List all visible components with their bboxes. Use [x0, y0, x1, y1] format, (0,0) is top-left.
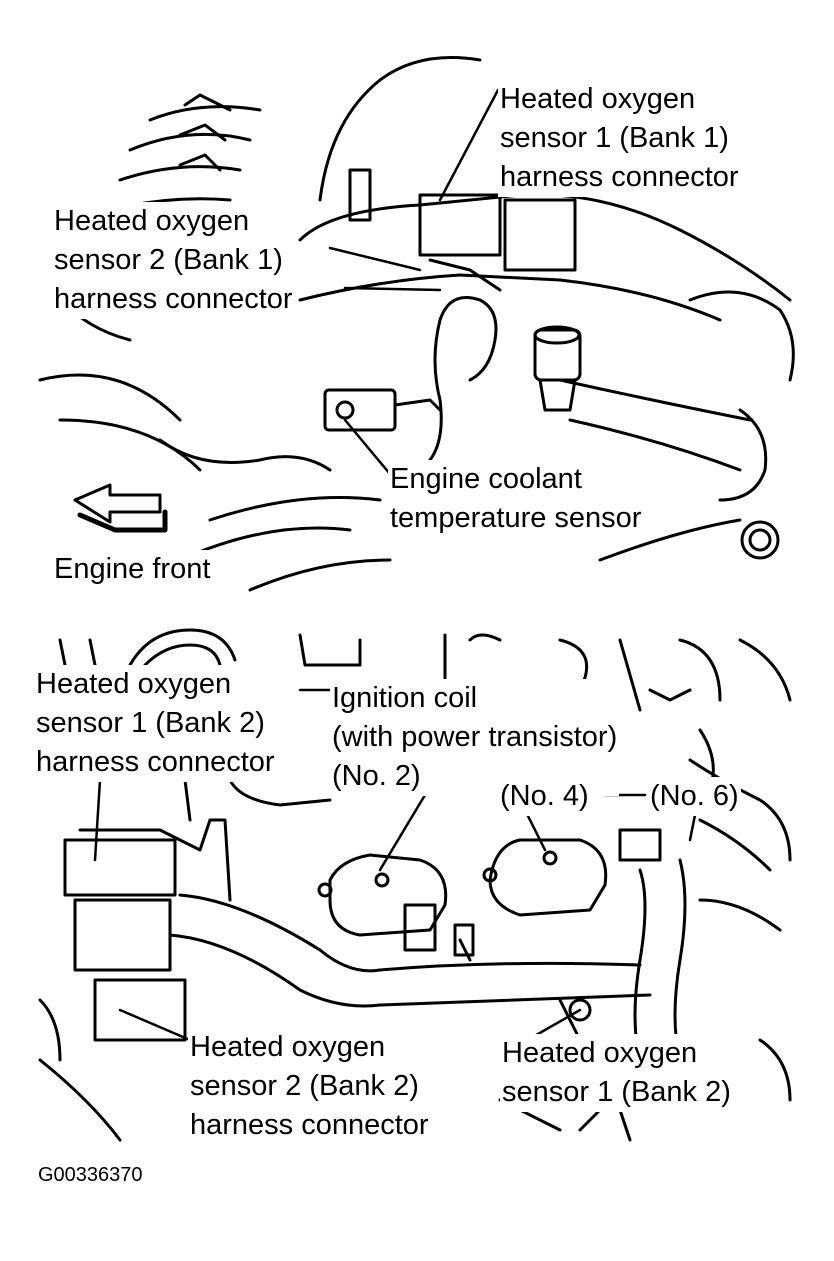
label-engine-front: Engine front [52, 550, 213, 589]
label-line: Ignition coil [332, 682, 478, 714]
label-line: harness connector [190, 1109, 429, 1141]
label-line: harness connector [54, 283, 293, 315]
label-ignition-coil: Ignition coil (with power transistor) (N… [330, 679, 620, 796]
label-ho2s2-bank1-harness: Heated oxygen sensor 2 (Bank 1) harness … [52, 202, 295, 319]
label-line: (No. 6) [650, 780, 739, 812]
label-line: Heated oxygen [36, 668, 232, 700]
label-line: Engine front [54, 553, 211, 585]
label-line: Heated oxygen [190, 1031, 386, 1063]
label-ho2s1-bank1-harness: Heated oxygen sensor 1 (Bank 1) harness … [498, 80, 741, 197]
label-ho2s2-bank2-harness: Heated oxygen sensor 2 (Bank 2) harness … [188, 1028, 431, 1145]
label-line: (with power transistor) [332, 721, 618, 753]
label-line: Heated oxygen [54, 205, 250, 237]
bottom-engine-view [38, 628, 792, 1142]
label-line: harness connector [500, 161, 739, 193]
label-coil-no6: (No. 6) [648, 777, 741, 816]
label-line: (No. 2) [332, 760, 421, 792]
top-engine-view [38, 56, 795, 592]
label-line: Heated oxygen [502, 1037, 698, 1069]
label-coil-no4: (No. 4) [498, 777, 591, 816]
label-line: (No. 4) [500, 780, 589, 812]
label-line: harness connector [36, 746, 275, 778]
label-ho2s1-bank2-harness: Heated oxygen sensor 1 (Bank 2) harness … [34, 665, 277, 782]
label-line: sensor 1 (Bank 2) [36, 707, 265, 739]
label-line: Heated oxygen [500, 83, 696, 115]
label-ho2s1-bank2-sensor: Heated oxygen sensor 1 (Bank 2) [500, 1034, 733, 1112]
label-line: sensor 2 (Bank 2) [190, 1070, 419, 1102]
label-line: sensor 1 (Bank 1) [500, 122, 729, 154]
label-line: Engine coolant [390, 463, 582, 495]
label-line: sensor 1 (Bank 2) [502, 1076, 731, 1108]
label-line: sensor 2 (Bank 1) [54, 244, 283, 276]
figure-id: G00336370 [38, 1164, 143, 1186]
label-line: temperature sensor [390, 502, 642, 534]
label-engine-coolant-temperature-sensor: Engine coolant temperature sensor [388, 460, 644, 538]
